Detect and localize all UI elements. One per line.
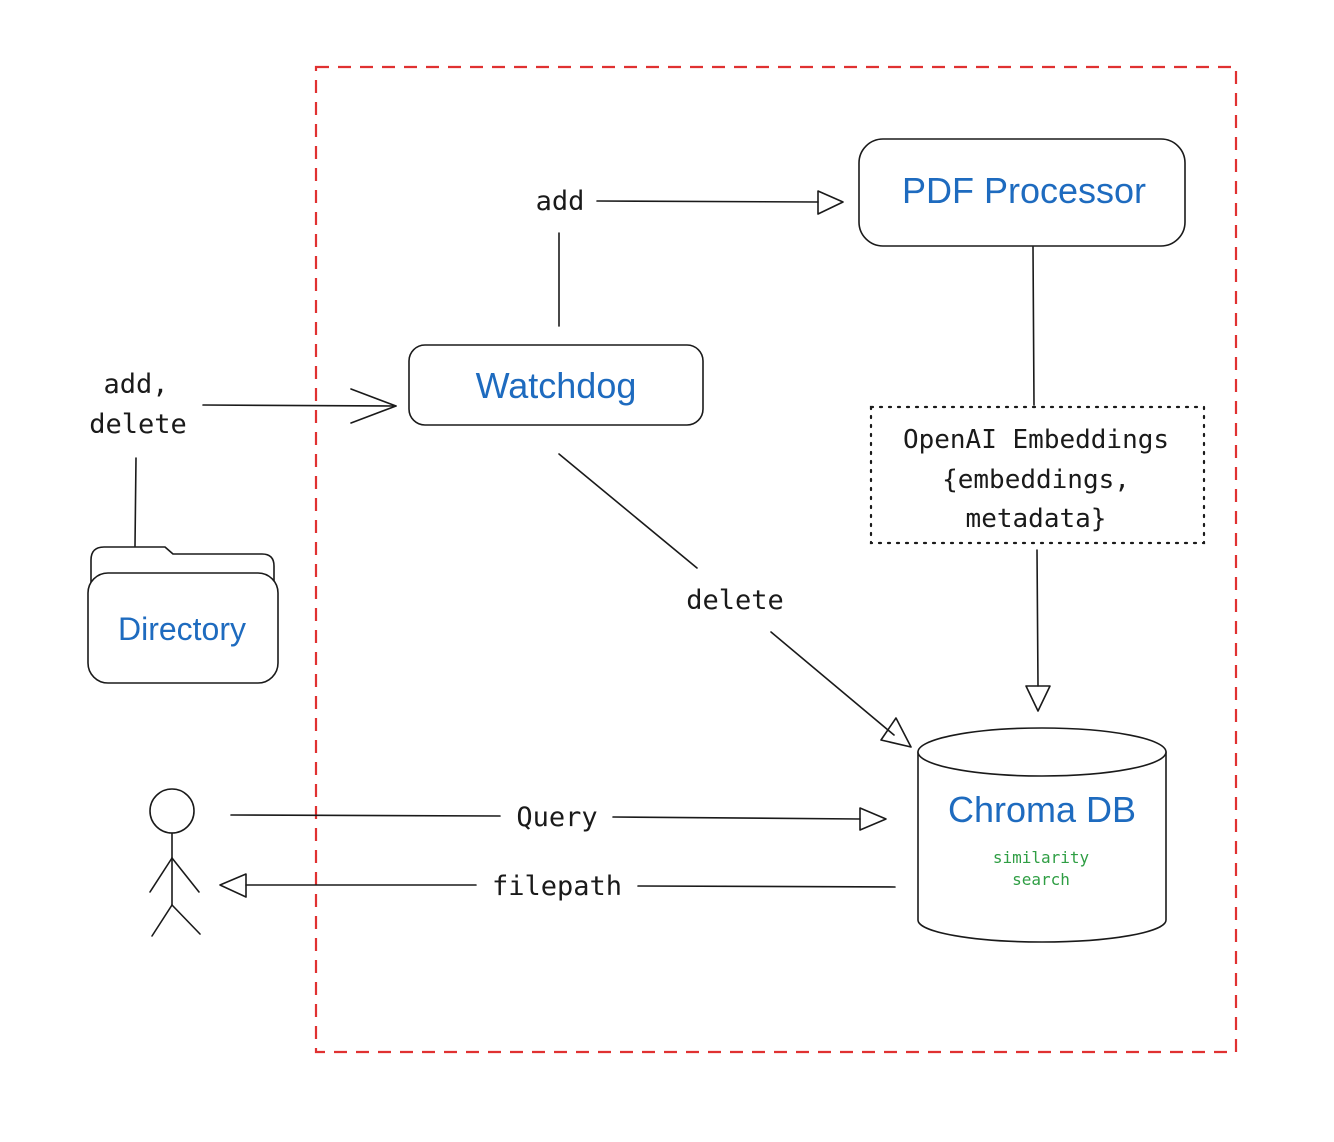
edge-label-query: Query — [516, 802, 597, 833]
watchdog-node[interactable]: Watchdog — [408, 344, 704, 426]
system-boundary — [314, 65, 1238, 1054]
embeddings-line-2: {embeddings, — [942, 465, 1130, 495]
stick-figure-icon — [149, 788, 201, 937]
chroma-db-label: Chroma DB — [948, 789, 1136, 830]
embeddings-node[interactable]: OpenAI Embeddings {embeddings, metadata} — [869, 405, 1206, 545]
edge-label-filepath: filepath — [492, 871, 622, 902]
edge-label-add-delete-2: delete — [89, 409, 187, 440]
folder-icon — [90, 546, 275, 591]
edge-directory-to-watchdog: add, delete — [89, 369, 397, 547]
watchdog-label: Watchdog — [476, 365, 637, 406]
pdf-processor-node[interactable]: PDF Processor — [858, 138, 1186, 247]
embeddings-line-3: metadata} — [966, 504, 1107, 534]
chroma-db-node[interactable]: Chroma DB similarity search — [917, 727, 1167, 943]
edge-label-add-delete-1: add, — [103, 369, 168, 400]
database-cylinder-icon — [917, 751, 1167, 943]
edge-label-delete: delete — [686, 585, 784, 616]
embeddings-line-1: OpenAI Embeddings — [903, 425, 1169, 455]
edge-user-to-chroma: Query — [230, 802, 887, 833]
directory-label: Directory — [118, 611, 246, 647]
edge-pdf-to-chroma — [1025, 246, 1051, 712]
pdf-processor-label: PDF Processor — [902, 170, 1146, 211]
user-actor — [149, 788, 201, 937]
edge-watchdog-to-pdf: add — [536, 186, 844, 327]
edge-chroma-to-user: filepath — [219, 871, 896, 902]
chroma-note-line-1: similarity — [993, 848, 1090, 867]
directory-node[interactable]: Directory — [87, 546, 279, 684]
edge-label-add: add — [536, 186, 585, 217]
chroma-note-line-2: search — [1012, 870, 1070, 889]
edge-watchdog-to-chroma: delete — [558, 453, 912, 748]
